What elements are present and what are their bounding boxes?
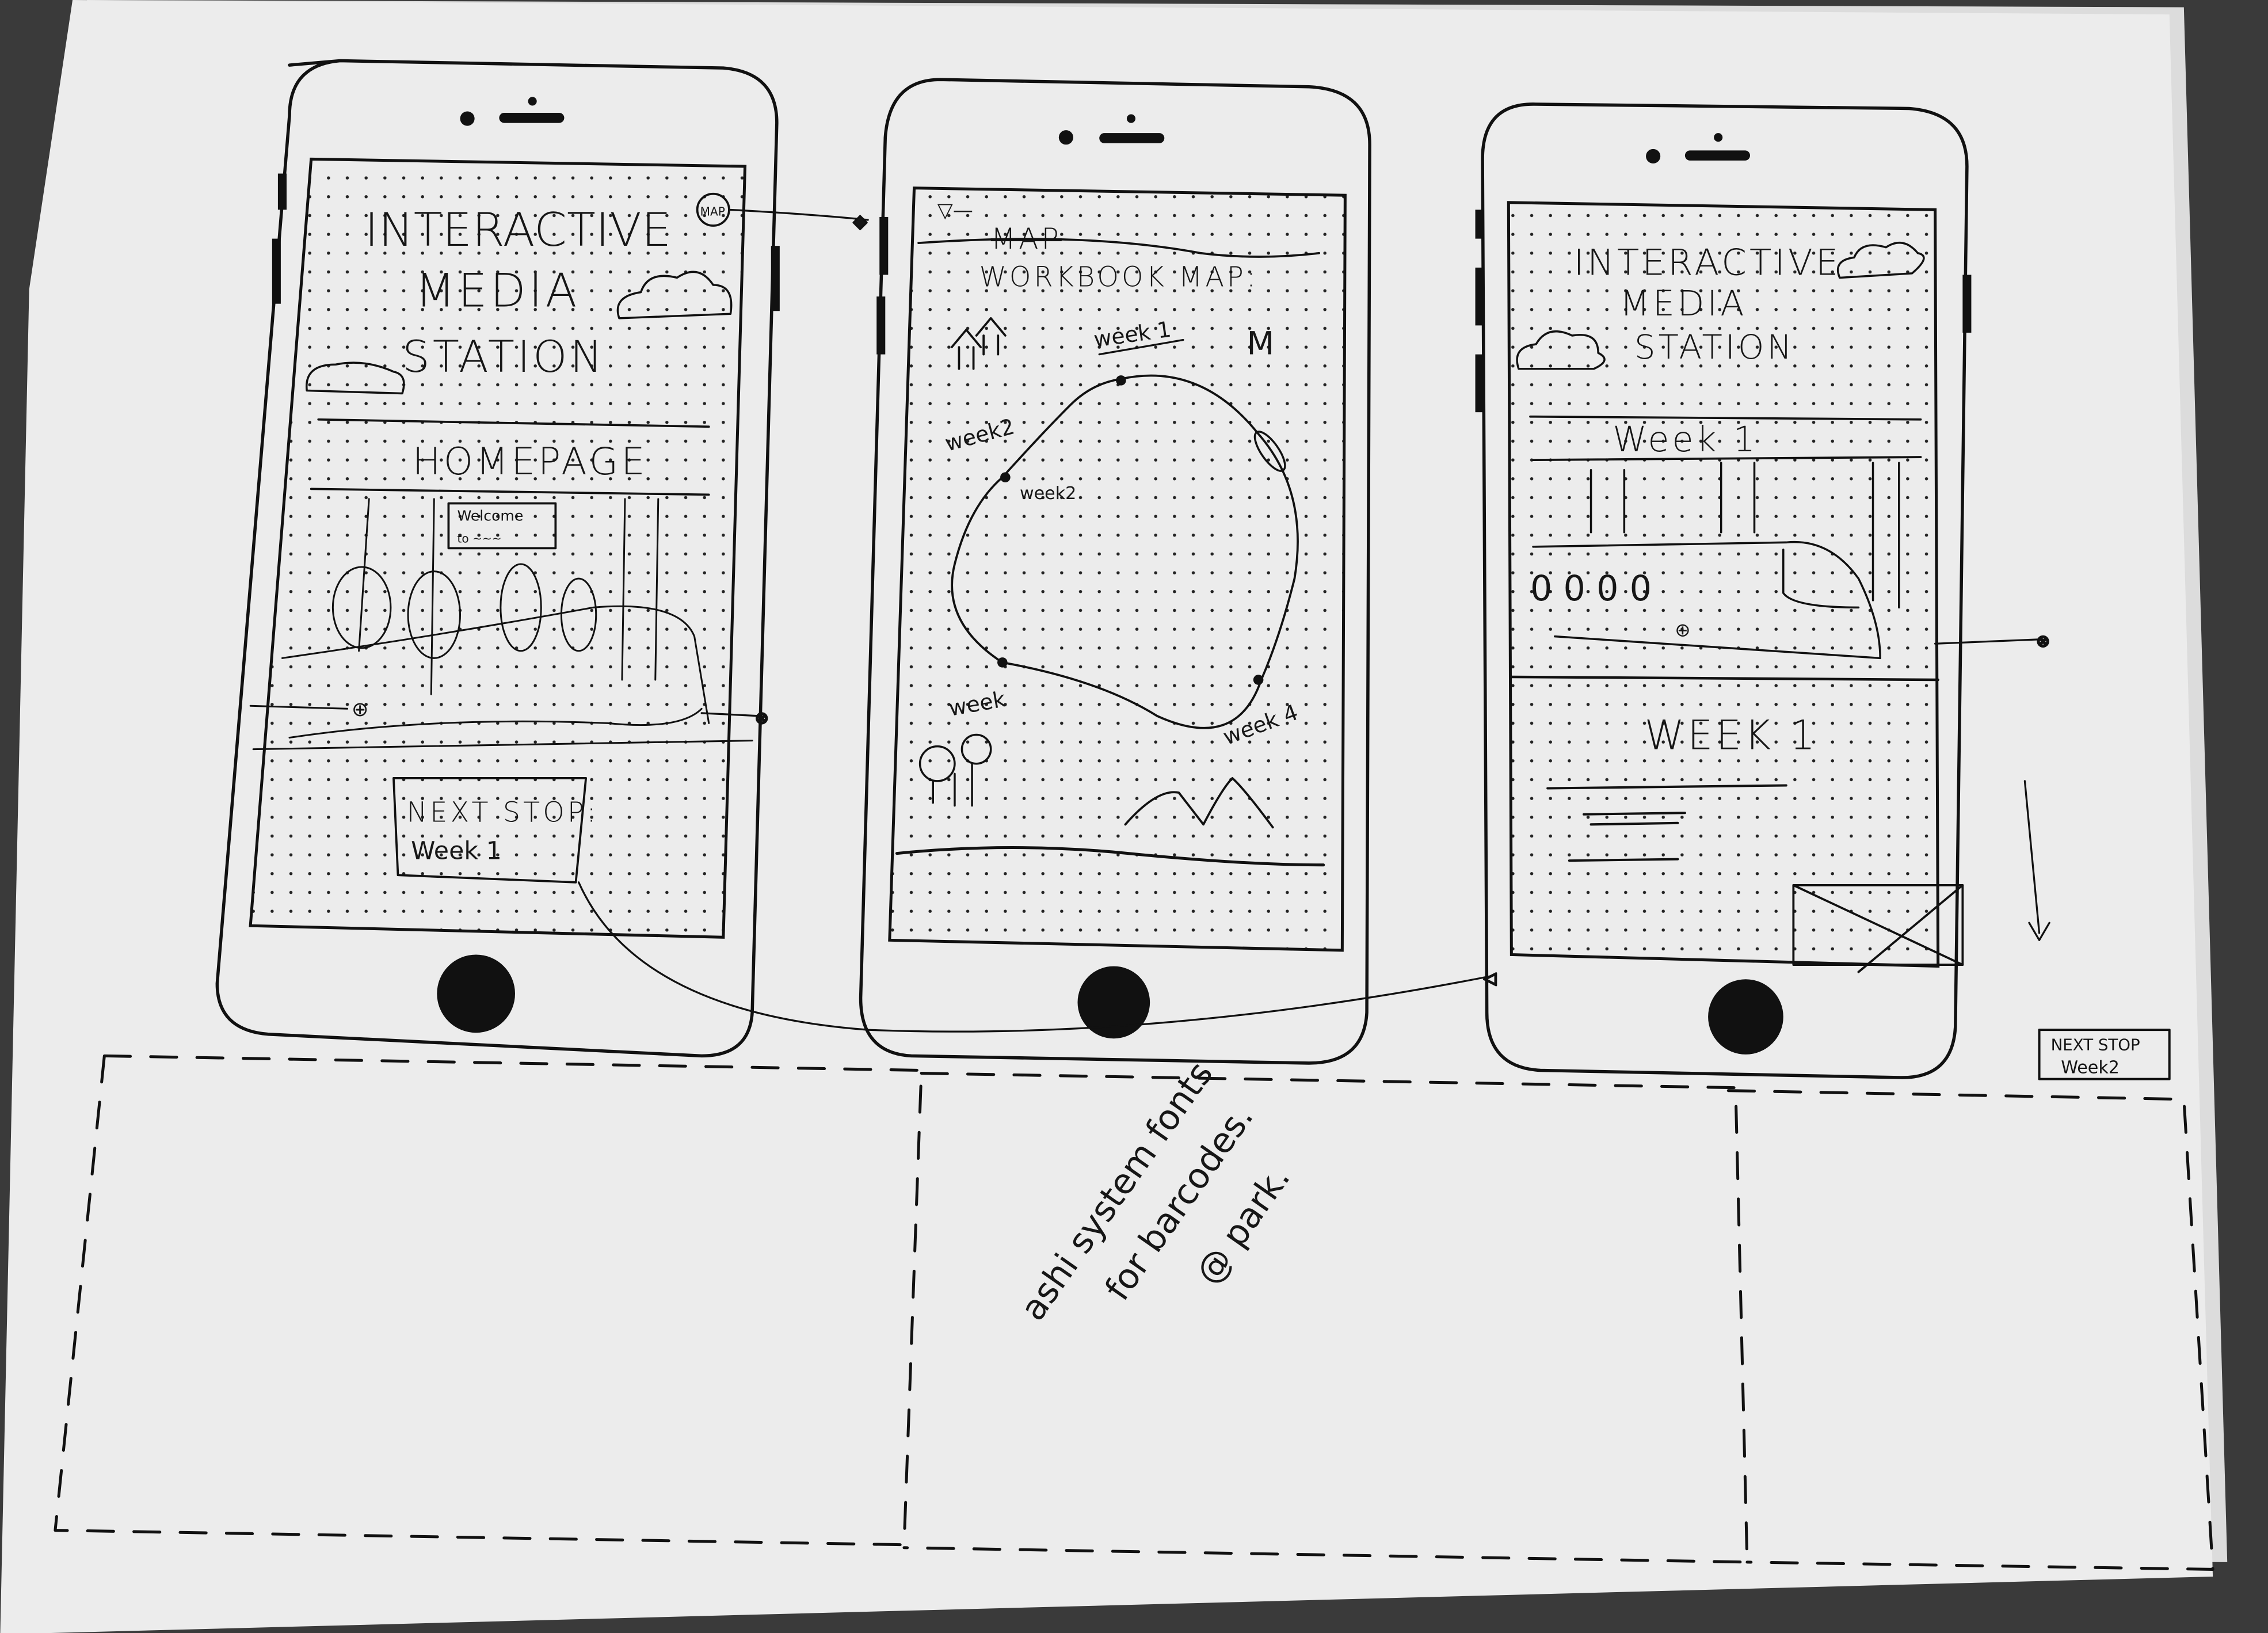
svg-text:⊗: ⊗: [2037, 631, 2050, 650]
svg-text:Week 1: Week 1: [411, 837, 502, 866]
map-route: [951, 374, 1299, 729]
arrow-nextstop-to-week: [577, 881, 1491, 1033]
welcome-sign: Welcome to ~~~: [447, 502, 557, 550]
app-title-line1: INTERACTIVE: [365, 203, 672, 257]
map-stop-week4[interactable]: [1253, 675, 1264, 685]
phone-homepage: INTERACTIVE MEDIA STATION MAP HOMEPAGE W…: [215, 59, 780, 1058]
speaker-grille: [1099, 133, 1165, 143]
arrow-marker: ⊕: [352, 698, 368, 721]
front-camera: [460, 111, 475, 126]
section-divider: [1532, 456, 1922, 461]
phone-screen: [1507, 201, 1940, 968]
dashed-boxes: [54, 1054, 2214, 1571]
houses-icon: [950, 317, 1007, 370]
home-button[interactable]: [1077, 966, 1150, 1039]
text-placeholder-lines: [1546, 784, 1787, 862]
svg-text:Week2: Week2: [2061, 1058, 2120, 1078]
cloud-icon: [616, 271, 733, 319]
app-title-line2: MEDIA: [1620, 284, 1747, 324]
train-wheels: 0 0 0 0: [1530, 569, 1652, 609]
arrow-marker: ⊕: [1675, 619, 1690, 641]
cloud-icon: [1836, 241, 1925, 279]
phone-screen: [888, 186, 1347, 952]
side-button: [879, 216, 889, 275]
ground-line: [895, 846, 1325, 867]
placeholder-box-3: [1726, 1089, 2214, 1571]
signature-icon: M: [1247, 326, 1275, 363]
back-icon[interactable]: ▽—: [937, 199, 973, 222]
app-title-line3: STATION: [1634, 328, 1795, 367]
next-stop-note: NEXT STOP Week2: [2038, 1029, 2171, 1080]
lake-icon: [1253, 431, 1286, 472]
map-button-label[interactable]: MAP: [700, 204, 725, 218]
mountains-icon: [1124, 777, 1274, 829]
svg-text:NEXT STOP:: NEXT STOP:: [407, 797, 599, 828]
header-divider: [1529, 415, 1922, 421]
workbook-map-title: WORKBOOK MAP:: [979, 262, 1259, 294]
side-button: [1475, 210, 1484, 239]
header-divider: [317, 418, 710, 428]
svg-text:Welcome: Welcome: [457, 508, 523, 524]
app-title-line3: STATION: [402, 332, 605, 382]
app-title-line1: INTERACTIVE: [1573, 241, 1841, 283]
stop-underline: [1098, 338, 1184, 356]
cloud-icon: [1516, 330, 1606, 370]
side-button: [1475, 354, 1484, 413]
trees-icon: [918, 733, 992, 807]
speaker-dot: [528, 97, 537, 106]
front-camera: [1058, 130, 1073, 145]
side-button: [1962, 275, 1972, 333]
arrow-map-to-workbook: [728, 208, 869, 221]
svg-text:⊗: ⊗: [755, 708, 768, 727]
flow-arrows: ◆ ⊗ ◁ ⊗: [577, 208, 2050, 1033]
speaker-dot: [1126, 114, 1136, 123]
map-stop-week1[interactable]: [1116, 375, 1126, 386]
speaker-dot: [1714, 133, 1723, 142]
side-button: [771, 246, 780, 311]
train-illustration: [249, 498, 753, 751]
side-button: [277, 173, 287, 210]
arrow-to-right: [700, 712, 761, 717]
side-button: [1475, 267, 1484, 326]
speaker-grille: [499, 113, 565, 123]
phone-week-page: INTERACTIVE MEDIA STATION Week 1 0 0 0 0…: [1475, 102, 1972, 1079]
app-title-line2: MEDIA: [416, 264, 580, 318]
week-header: Week 1: [1613, 420, 1758, 460]
homepage-title: HOMEPAGE: [413, 440, 648, 484]
svg-text:◆: ◆: [853, 212, 867, 232]
section-divider: [310, 488, 710, 496]
svg-text:to ~~~: to ~~~: [457, 531, 501, 545]
week-section-title: WEEK 1: [1645, 712, 1819, 759]
image-placeholder: [1792, 884, 1964, 973]
side-button: [272, 238, 281, 304]
header-line: [917, 238, 1321, 258]
cloud-icon: [305, 361, 405, 395]
arrow-right-phone3: [1934, 638, 2044, 645]
svg-text:NEXT STOP: NEXT STOP: [2051, 1035, 2140, 1054]
next-stop-button[interactable]: NEXT STOP: Week 1: [392, 777, 599, 884]
svg-text:◁: ◁: [1484, 969, 1497, 988]
phone-workbook-map: ▽— MAP WORKBOOK MAP: M week 1 week2 week…: [859, 78, 1371, 1065]
map-stop-week2[interactable]: [1000, 472, 1011, 483]
train-illustration: [1532, 462, 1900, 660]
arrow-scroll-down: [2023, 780, 2050, 941]
map-stop-week3[interactable]: [997, 657, 1008, 668]
home-button[interactable]: [437, 954, 516, 1033]
speaker-grille: [1684, 150, 1750, 161]
side-button: [876, 296, 886, 355]
section-divider: [1510, 675, 1939, 682]
home-button[interactable]: [1708, 979, 1783, 1055]
stop-label: week2: [1020, 484, 1076, 504]
front-camera: [1646, 149, 1661, 163]
